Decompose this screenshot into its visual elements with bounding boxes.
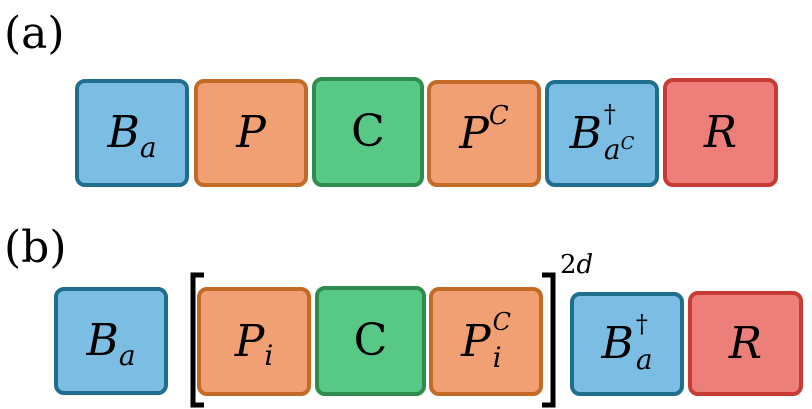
right-bracket	[542, 272, 556, 408]
box-b-p-i-sub: i	[264, 339, 274, 372]
box-a-r-symbol: R	[703, 106, 738, 158]
box-a-c-symbol: C	[351, 106, 385, 157]
box-a-b-a-symbol: B	[107, 107, 140, 158]
bracket-power-var: d	[576, 250, 594, 280]
bracket-power-num: 2	[560, 250, 577, 280]
box-a-r: R	[663, 78, 778, 187]
box-b-b-dagger-scripts: † a	[636, 312, 653, 374]
box-a-b-a-sub: a	[139, 130, 157, 164]
box-b-b-dagger-sub: a	[635, 343, 653, 376]
box-b-b-dagger: B † a	[570, 292, 684, 396]
box-b-b-a-symbol: B	[86, 315, 119, 366]
box-b-b-a-sub: a	[118, 338, 136, 372]
box-a-b-dagger: B † aC	[545, 80, 659, 187]
box-a-p-c-symbol: P	[459, 107, 489, 159]
box-a-b-dagger-sub-sup: C	[620, 132, 635, 154]
box-b-p-c-i: P C i	[429, 287, 543, 396]
panel-a-label: (a)	[4, 8, 65, 59]
box-a-b-dagger-sub-base: a	[603, 132, 621, 166]
box-b-b-dagger-symbol: B	[601, 318, 634, 369]
left-bracket	[190, 272, 204, 408]
box-b-p-c-i-sub: i	[492, 340, 502, 374]
box-b-p-i-symbol: P	[234, 315, 265, 367]
box-a-b-dagger-sup: †	[603, 99, 616, 128]
box-a-c: C	[312, 77, 424, 187]
box-a-b-dagger-symbol: B	[569, 107, 602, 159]
box-b-p-c-i-symbol: P	[461, 315, 491, 367]
box-b-p-c-i-scripts: C i	[493, 310, 511, 372]
box-b-c: C	[315, 286, 426, 396]
box-b-c-symbol: C	[353, 315, 388, 366]
bracket-power: 2d	[560, 252, 593, 278]
box-b-p-c-i-sup: C	[492, 307, 511, 336]
box-b-r: R	[688, 291, 803, 396]
box-a-p-symbol: P	[236, 107, 266, 158]
panel-b-label: (b)	[4, 222, 67, 273]
box-a-p: P	[194, 79, 308, 187]
box-b-r-symbol: R	[728, 317, 763, 369]
box-b-b-dagger-sup: †	[635, 310, 648, 338]
box-a-p-c-sup: C	[488, 100, 509, 131]
box-a-b-dagger-sub: aC	[603, 132, 635, 166]
box-a-b-dagger-scripts: † aC	[604, 102, 634, 164]
